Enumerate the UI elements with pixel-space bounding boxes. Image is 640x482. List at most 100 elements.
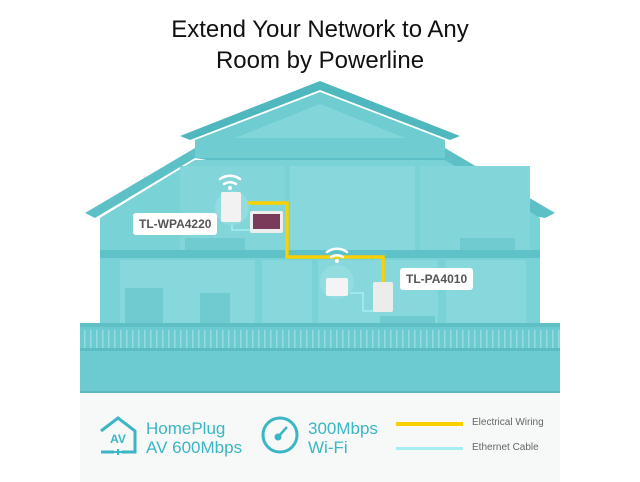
legend-electrical-label: Electrical Wiring — [472, 417, 544, 428]
railing-post — [102, 330, 104, 348]
railing-post — [540, 330, 542, 348]
railing-post — [432, 330, 434, 348]
legend-ethernet-label: Ethernet Cable — [472, 442, 539, 453]
railing-post — [324, 330, 326, 348]
railing-post — [192, 330, 194, 348]
av-house-icon: AV — [100, 416, 137, 455]
feature-bar: AV HomePlug AV 600Mbps 300Mbps Wi-Fi Ele… — [80, 391, 560, 482]
railing-post — [372, 330, 374, 348]
railing-post — [234, 330, 236, 348]
page-title: Extend Your Network to Any Room by Power… — [171, 16, 469, 74]
railing-post — [378, 330, 380, 348]
railing-post — [552, 330, 554, 348]
legend-electrical-line — [396, 422, 463, 426]
railing-post — [486, 330, 488, 348]
railing-post — [498, 330, 500, 348]
wifi-icon — [325, 247, 349, 259]
svg-text:AV: AV — [110, 432, 126, 446]
railing-post — [408, 330, 410, 348]
railing-post — [150, 330, 152, 348]
railing-post — [96, 330, 98, 348]
railing-post — [138, 330, 140, 348]
ethernet-cable-line — [350, 292, 375, 312]
railing-post — [108, 330, 110, 348]
railing-post — [276, 330, 278, 348]
railing-post — [420, 330, 422, 348]
railing-post — [114, 330, 116, 348]
railing-post — [354, 330, 356, 348]
railing-post — [336, 330, 338, 348]
railing-post — [396, 330, 398, 348]
railing-post — [426, 330, 428, 348]
railing-post — [522, 330, 524, 348]
railing-post — [492, 330, 494, 348]
railing-post — [204, 330, 206, 348]
railing-post — [168, 330, 170, 348]
railing-post — [210, 330, 212, 348]
railing-post — [528, 330, 530, 348]
railing-post — [450, 330, 452, 348]
railing-post — [390, 330, 392, 348]
railing-post — [414, 330, 416, 348]
railing-post — [294, 330, 296, 348]
house-illustration — [80, 81, 560, 392]
railing-post — [402, 330, 404, 348]
railing-post — [180, 330, 182, 348]
railing-post — [258, 330, 260, 348]
adapter-label: TL-PA4010 — [400, 268, 474, 290]
extender-label: TL-WPA4220 — [133, 213, 218, 235]
balcony-railing — [80, 348, 560, 351]
railing-post — [516, 330, 518, 348]
railing-post — [480, 330, 482, 348]
speedometer-icon — [261, 416, 299, 454]
railing-post — [300, 330, 302, 348]
railing-post — [360, 330, 362, 348]
railing-post — [546, 330, 548, 348]
railing-post — [216, 330, 218, 348]
railing-post — [120, 330, 122, 348]
railing-post — [240, 330, 242, 348]
railing-post — [468, 330, 470, 348]
railing-post — [366, 330, 368, 348]
railing-post — [504, 330, 506, 348]
railing-post — [222, 330, 224, 348]
railing-post — [252, 330, 254, 348]
railing-post — [438, 330, 440, 348]
railing-post — [462, 330, 464, 348]
railing-post — [288, 330, 290, 348]
railing-post — [144, 330, 146, 348]
railing-post — [534, 330, 536, 348]
extender-device — [221, 192, 241, 222]
adapter-device — [373, 282, 393, 312]
railing-post — [558, 330, 560, 348]
railing-post — [330, 330, 332, 348]
railing-post — [162, 330, 164, 348]
railing-post — [306, 330, 308, 348]
railing-post — [270, 330, 272, 348]
railing-post — [312, 330, 314, 348]
railing-post — [264, 330, 266, 348]
railing-post — [186, 330, 188, 348]
electrical-wiring-line — [240, 201, 385, 285]
railing-post — [198, 330, 200, 348]
railing-post — [228, 330, 230, 348]
railing-post — [90, 330, 92, 348]
railing-post — [348, 330, 350, 348]
railing-post — [444, 330, 446, 348]
railing-post — [318, 330, 320, 348]
railing-post — [282, 330, 284, 348]
railing-post — [126, 330, 128, 348]
router-device — [326, 278, 348, 296]
railing-post — [132, 330, 134, 348]
railing-post — [246, 330, 248, 348]
legend-ethernet-line — [396, 447, 463, 450]
railing-post — [174, 330, 176, 348]
railing-post — [474, 330, 476, 348]
railing-post — [156, 330, 158, 348]
railing-post — [510, 330, 512, 348]
railing-post — [384, 330, 386, 348]
railing-post — [456, 330, 458, 348]
wifi-icon — [218, 174, 242, 186]
railing-post — [342, 330, 344, 348]
railing-post — [84, 330, 86, 348]
